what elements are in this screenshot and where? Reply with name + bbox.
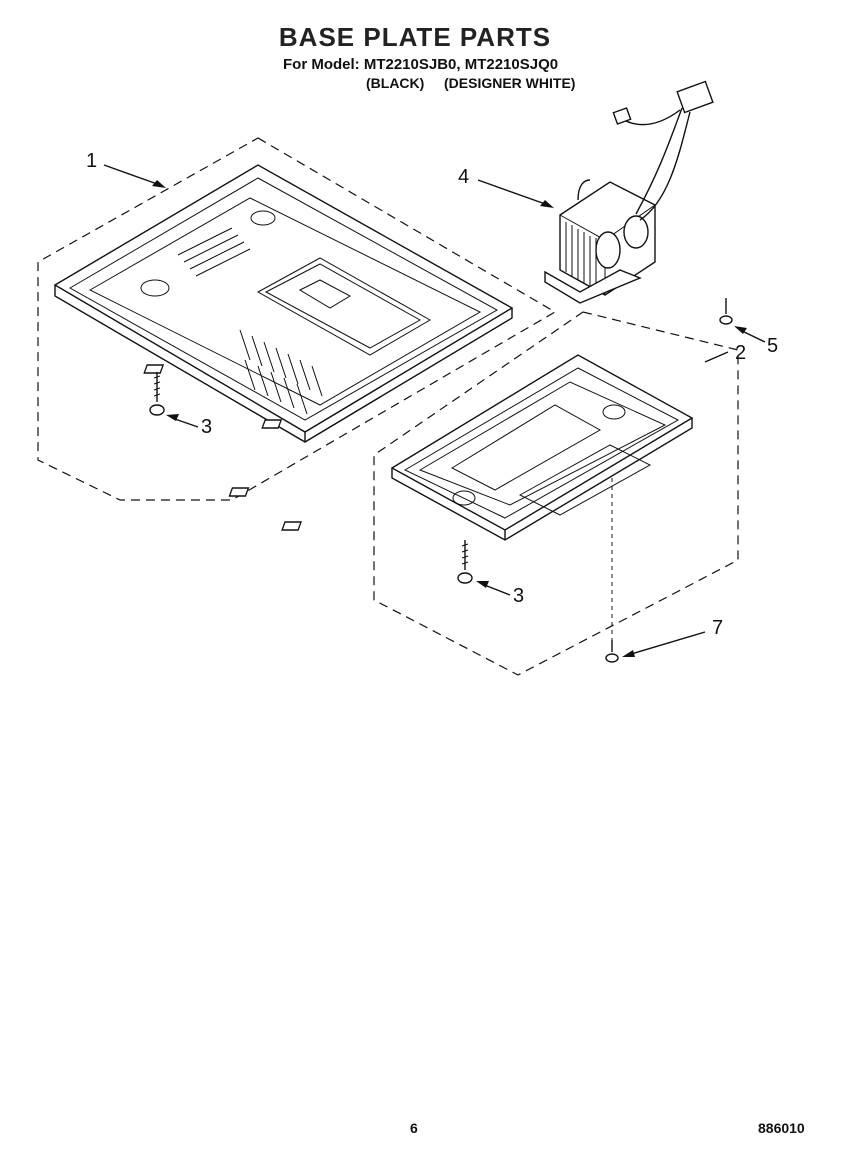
callout-3-upper: 3 — [201, 416, 213, 438]
callout-5: 5 — [767, 335, 779, 357]
callout-4: 4 — [458, 166, 470, 188]
leader-arrows — [103, 164, 766, 657]
callout-3-lower: 3 — [513, 585, 525, 607]
group-outline-small-plate — [373, 311, 739, 676]
callout-2: 2 — [735, 342, 747, 364]
screw-part-5 — [719, 298, 733, 325]
screw-part-3-upper — [149, 372, 165, 416]
model-line: For Model: MT2210SJB0, MT2210SJQ0 — [283, 56, 559, 73]
transformer-part-4 — [544, 80, 714, 304]
page-number: 6 — [410, 1120, 418, 1136]
screw-part-7 — [605, 478, 619, 663]
base-plate-part-1 — [53, 164, 514, 443]
variant-black-label: (BLACK) — [366, 75, 425, 91]
screw-part-3-lower — [457, 540, 473, 584]
page-title: BASE PLATE PARTS — [278, 22, 552, 52]
document-number: 886010 — [758, 1120, 805, 1136]
variant-white-label: (DESIGNER WHITE) — [444, 75, 576, 91]
callout-1: 1 — [86, 150, 98, 172]
group-outline-base-plate — [37, 137, 557, 501]
small-plate-part-2 — [228, 354, 694, 541]
callout-7: 7 — [712, 617, 724, 639]
